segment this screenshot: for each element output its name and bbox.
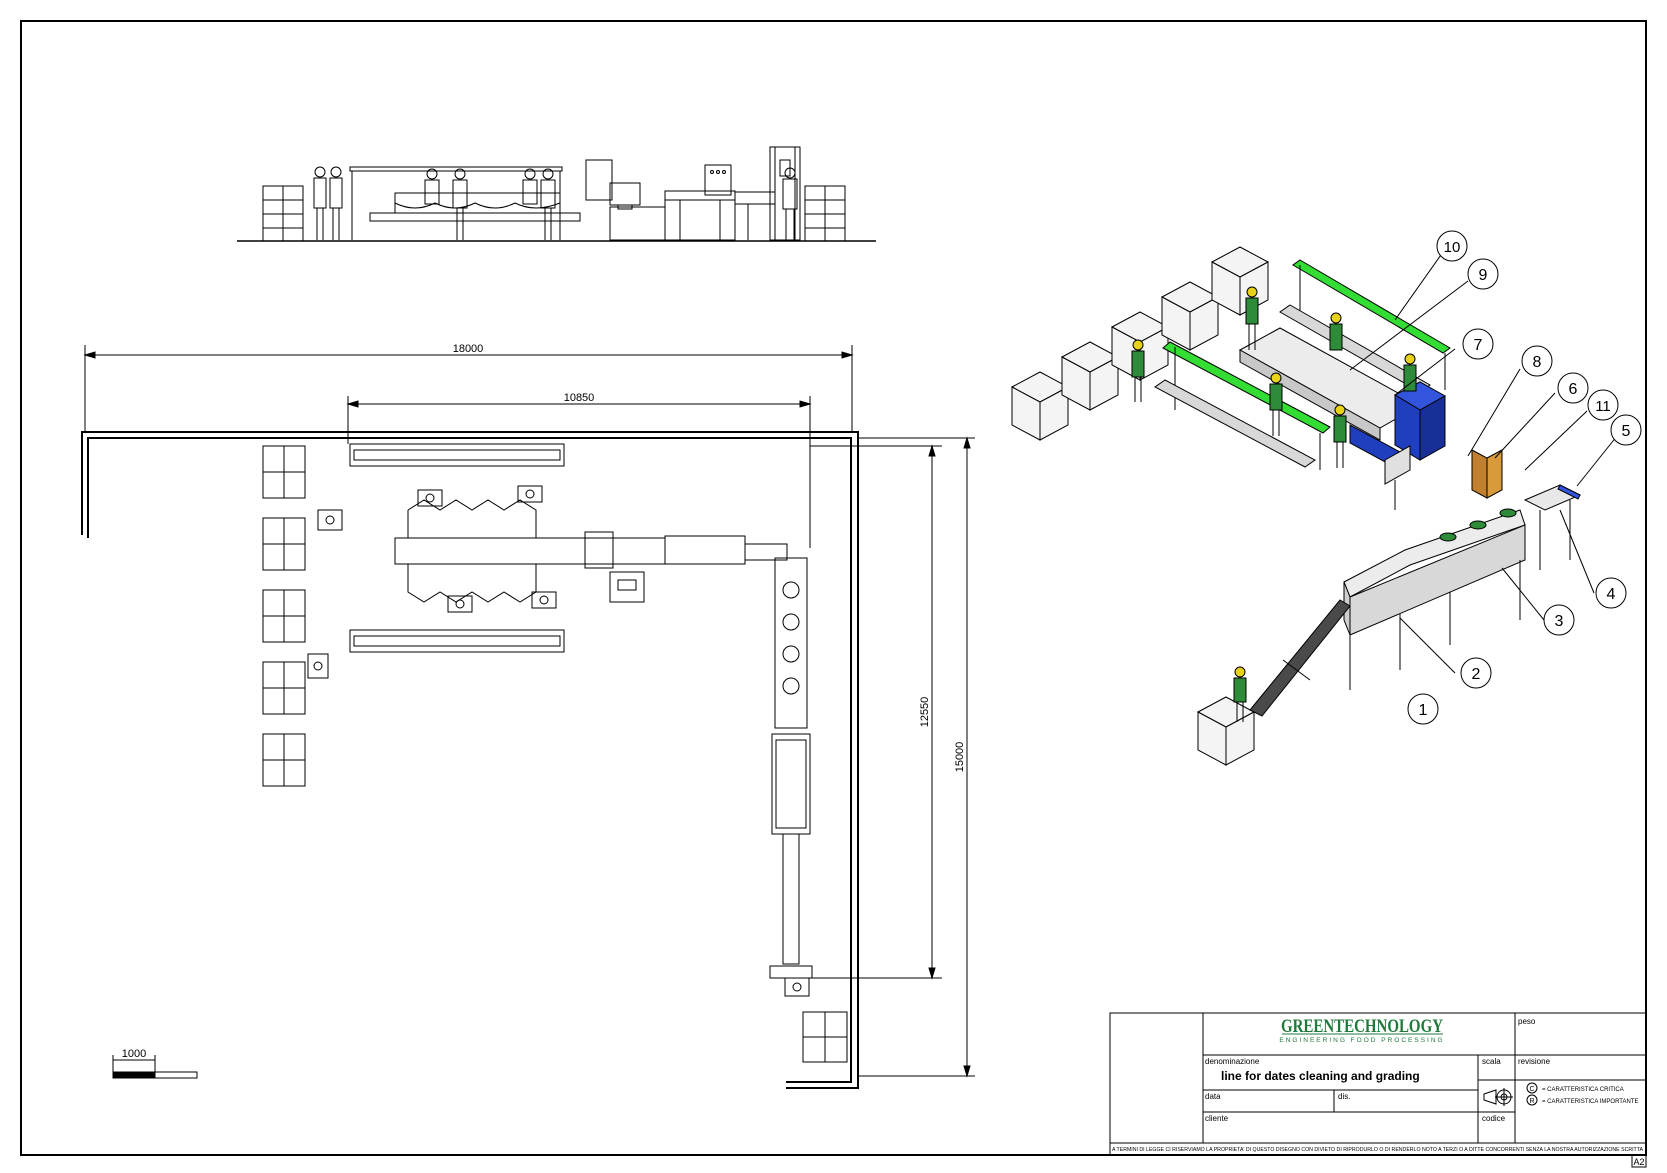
callout-11 [1587, 389, 1619, 421]
dimension-inner-width [346, 396, 812, 548]
plan-sorting-table [394, 499, 746, 603]
callout-label-11: 11 [1595, 398, 1611, 415]
iso-inlet-elevator [1249, 599, 1351, 717]
isometric-view [1010, 230, 1642, 766]
cliente-label: cliente [1205, 1114, 1229, 1123]
sheet-size-label: A2 [1633, 1157, 1644, 1167]
elevation-worker [424, 168, 556, 240]
plan-pallet-bottom [802, 1011, 848, 1063]
iso-worker [1131, 286, 1417, 722]
callout-9 [1467, 258, 1499, 290]
denominazione-label: denominazione [1205, 1057, 1260, 1066]
callout-2 [1460, 657, 1492, 689]
scale-bar [112, 1055, 198, 1079]
drawing-title: line for dates cleaning and grading [1221, 1069, 1420, 1083]
iso-washer-section [1343, 508, 1526, 636]
plan-view: 18000 10850 12550 15000 [81, 343, 975, 1089]
important-characteristic-icon [1526, 1094, 1538, 1106]
callout-3 [1543, 604, 1575, 636]
important-symbol: R [1529, 1098, 1534, 1105]
dimension-inner-height [790, 444, 942, 980]
sheet-border [20, 20, 1647, 1156]
plan-roller-conveyor-bottom [349, 629, 565, 653]
dim-label-inner-width: 10850 [564, 392, 595, 404]
callout-5 [1610, 414, 1642, 446]
elevation-crate-stack-left [262, 185, 304, 242]
callout-7 [1462, 328, 1494, 360]
callout-label-7: 7 [1474, 337, 1483, 354]
callout-label-10: 10 [1444, 239, 1461, 256]
plan-pallet-column [262, 445, 306, 787]
dim-label-inner-height: 12550 [919, 697, 931, 728]
plan-wall-outline [81, 431, 859, 1089]
iso-console [1384, 445, 1411, 510]
important-characteristic-label: = CARATTERISTICA IMPORTANTE [1542, 1099, 1639, 1105]
elevation-worker [313, 166, 343, 240]
scala-label: scala [1482, 1057, 1501, 1066]
plan-roller-conveyor-top [349, 443, 565, 467]
callout-10 [1436, 230, 1468, 262]
callout-bubbles [1407, 230, 1642, 725]
scale-bar-label: 1000 [122, 1048, 146, 1060]
side-elevation-view [237, 146, 876, 242]
callout-6 [1557, 372, 1589, 404]
dim-label-overall-width: 18000 [453, 343, 484, 355]
callout-label-1: 1 [1419, 702, 1428, 719]
iso-inspection-conveyor-top [1279, 259, 1451, 393]
codice-label: codice [1482, 1114, 1506, 1123]
peso-label: peso [1518, 1017, 1536, 1026]
projection-symbol-icon [1483, 1088, 1513, 1106]
revisione-label: revisione [1518, 1057, 1551, 1066]
plan-worker [307, 485, 810, 997]
critical-symbol: C [1529, 1086, 1534, 1093]
critical-characteristic-icon [1526, 1082, 1538, 1094]
title-block [1109, 1012, 1647, 1168]
callout-label-5: 5 [1622, 423, 1631, 440]
callout-leaders [1282, 251, 1618, 681]
dimension-overall-height [858, 436, 975, 1078]
critical-characteristic-label: = CARATTERISTICA CRITICA [1542, 1087, 1624, 1093]
iso-crate-stacks [1010, 246, 1270, 766]
dis-label: dis. [1338, 1092, 1350, 1101]
callout-labels: 1 2 3 4 5 6 7 8 9 10 11 [1419, 239, 1631, 719]
elevation-crate-stack-right [804, 185, 846, 242]
iso-electrical-panel [1471, 449, 1503, 499]
callout-label-6: 6 [1569, 381, 1578, 398]
dim-label-overall-height: 15000 [954, 742, 966, 773]
callout-label-2: 2 [1472, 666, 1481, 683]
callout-label-8: 8 [1533, 354, 1542, 371]
plan-control-console [609, 571, 645, 603]
elevation-worker [782, 167, 798, 240]
title-block-texts: GREENTECHNOLOGY ENGINEERING FOOD PROCESS… [1112, 1016, 1645, 1167]
callout-label-9: 9 [1479, 267, 1488, 284]
data-label: data [1205, 1092, 1221, 1101]
callout-4 [1595, 577, 1627, 609]
dimension-overall-width [83, 345, 854, 432]
legal-notice: A TERMINI DI LEGGE CI RISERVIAMO LA PROP… [1112, 1147, 1644, 1153]
callout-label-4: 4 [1607, 586, 1616, 603]
callout-1 [1407, 693, 1439, 725]
callout-8 [1521, 345, 1553, 377]
iso-support-frames [1349, 484, 1582, 690]
company-logo: GREENTECHNOLOGY [1281, 1016, 1443, 1037]
plan-main-line [744, 543, 813, 979]
company-tagline: ENGINEERING FOOD PROCESSING [1279, 1037, 1444, 1044]
callout-label-3: 3 [1555, 613, 1564, 630]
